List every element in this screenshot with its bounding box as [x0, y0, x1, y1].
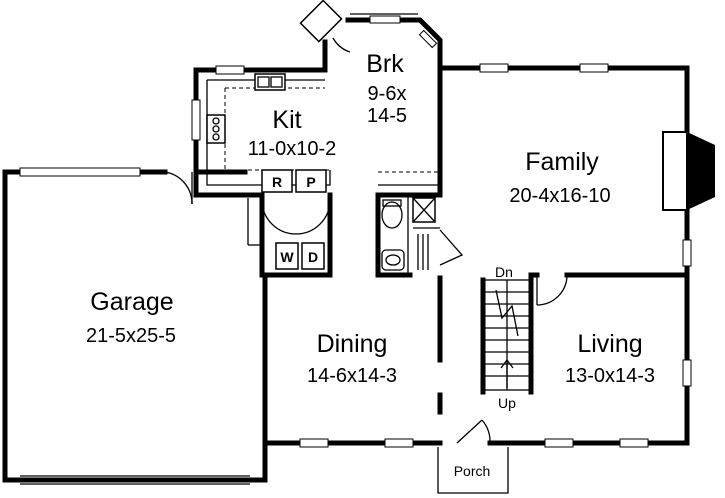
breakfast-dim-1: 9-6x: [368, 83, 407, 105]
interior-walls: [437, 272, 690, 415]
living-name: Living: [577, 330, 642, 358]
garage-entry-door: [164, 171, 193, 205]
kitchen-name: Kit: [272, 106, 301, 134]
laundry-doors: [261, 199, 331, 235]
staircase: [480, 272, 534, 395]
breakfast-dim-2: 14-5: [367, 105, 407, 127]
washer: W: [275, 242, 299, 270]
living-door: [536, 274, 568, 306]
pantry: P: [295, 169, 327, 193]
powder-room: [375, 171, 464, 278]
front-door: [456, 419, 491, 444]
dryer: D: [301, 242, 325, 270]
breakfast-bay: [345, 13, 443, 71]
family-dim: 20-4x16-10: [509, 185, 610, 207]
dining-name: Dining: [317, 330, 388, 358]
dining-dim: 14-6x14-3: [307, 365, 397, 387]
stairs-down-label: Dn: [495, 264, 513, 280]
refrigerator-label: R: [272, 174, 282, 190]
kitchen-bay-door: [299, 0, 351, 53]
porch: [437, 447, 509, 494]
breakfast-name: Brk: [366, 50, 404, 78]
pantry-label: P: [306, 174, 315, 190]
garage-dim: 21-5x25-5: [86, 325, 176, 347]
garage-door-opening: [20, 475, 250, 485]
porch-name: Porch: [454, 463, 491, 479]
kitchen-sink: [254, 73, 286, 91]
fireplace: [662, 131, 715, 211]
laundry-walls: [247, 192, 333, 278]
living-dim: 13-0x14-3: [565, 365, 655, 387]
kitchen-dim: 11-0x10-2: [248, 138, 337, 160]
dryer-label: D: [308, 249, 318, 265]
refrigerator: R: [261, 169, 293, 193]
cooktop: [206, 114, 226, 144]
exterior-walls: [193, 39, 690, 446]
stairs-up-label: Up: [498, 395, 516, 411]
garage-name: Garage: [90, 288, 173, 316]
washer-label: W: [280, 249, 294, 265]
room-labels: Brk 9-6x 14-5 Kit 11-0x10-2 Family 20-4x…: [86, 50, 655, 479]
windows: [19, 63, 692, 448]
family-name: Family: [525, 148, 599, 176]
